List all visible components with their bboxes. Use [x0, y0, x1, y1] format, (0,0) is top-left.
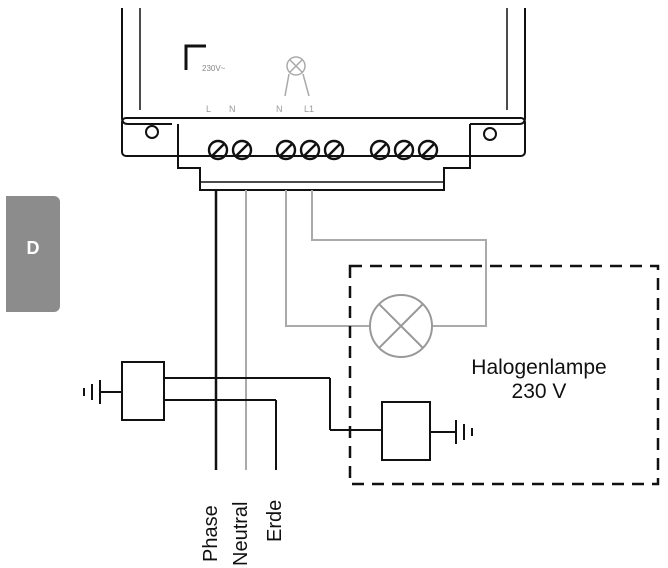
terminal-screw — [207, 139, 229, 161]
terminal-screw — [275, 139, 297, 161]
terminal-label-n2: N — [276, 104, 283, 114]
terminal-screw — [417, 139, 439, 161]
ac-voltage-symbol: 230V~ — [184, 44, 226, 73]
lamp-wire-l1 — [311, 190, 487, 327]
mounting-screw-left — [145, 125, 159, 139]
wire-label-earth: Erde — [264, 499, 286, 542]
lamp-output-icon — [284, 56, 310, 97]
wire-label-phase: Phase — [200, 505, 222, 562]
voltage-label: 230V~ — [202, 64, 226, 73]
language-tab[interactable]: D — [6, 196, 60, 312]
terminal-screw — [299, 139, 321, 161]
switch-right — [381, 401, 456, 461]
terminal-screw — [231, 139, 253, 161]
lamp-enclosure — [348, 264, 660, 486]
lamp-name: Halogenlampe — [471, 356, 607, 379]
lamp-label: Halogenlampe 230 V — [448, 356, 630, 404]
device-housing — [121, 8, 526, 191]
earth-icon — [455, 420, 473, 444]
terminal-screw — [369, 139, 391, 161]
lamp-voltage: 230 V — [511, 380, 567, 403]
lamp-wire-n — [285, 190, 370, 327]
halogen-lamp-icon — [369, 294, 433, 358]
mounting-screw-right — [483, 127, 497, 141]
wire-label-neutral: Neutral — [230, 501, 252, 566]
terminal-label-l: L — [206, 104, 211, 114]
earth-icon — [83, 380, 101, 404]
terminal-label-l1: L1 — [304, 104, 314, 114]
terminal-label-n: N — [229, 104, 236, 114]
terminal-screw — [393, 139, 415, 161]
terminal-screw — [323, 139, 345, 161]
switch-left — [100, 361, 382, 470]
language-tab-letter: D — [26, 238, 40, 258]
terminal-block — [207, 139, 439, 161]
